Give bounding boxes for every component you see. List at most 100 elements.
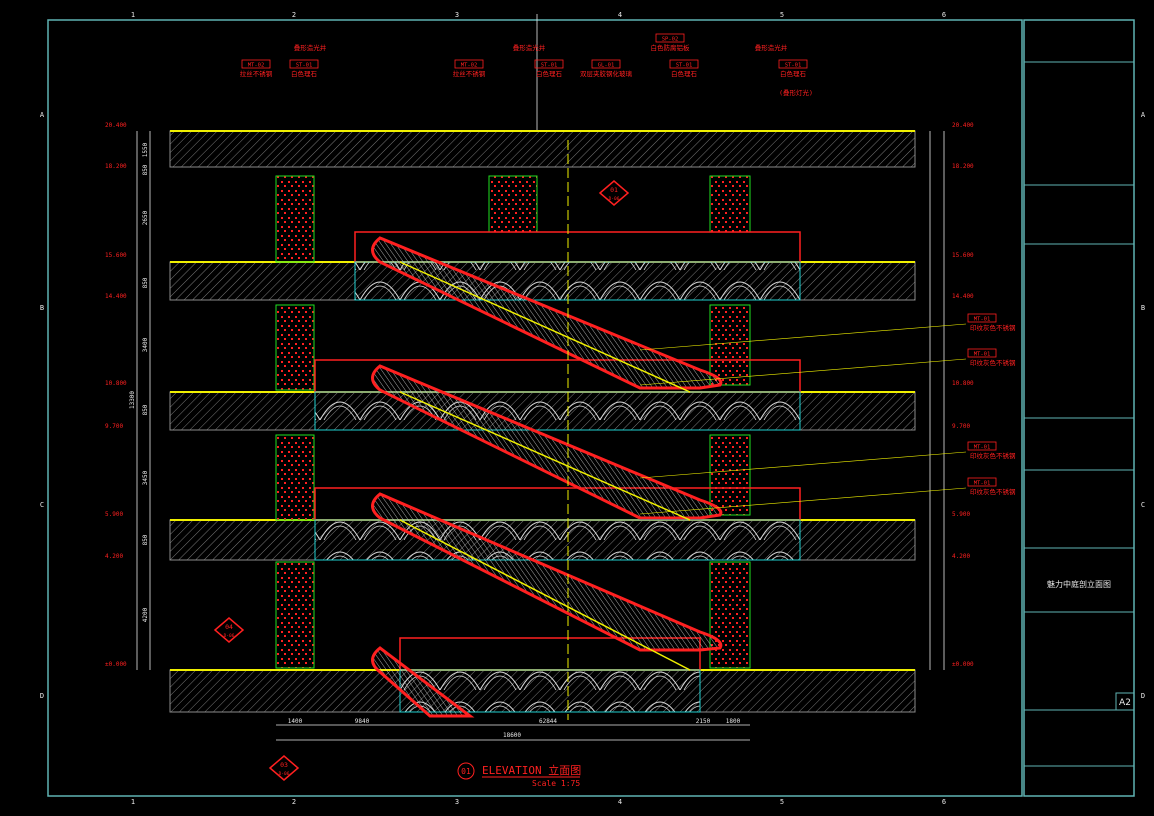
section-marker-1 xyxy=(213,617,245,643)
callout-top-box-7 xyxy=(655,33,685,43)
callout-top-box-10 xyxy=(778,59,808,69)
callout-right-code-0: MT-01 xyxy=(974,317,991,323)
level-left-6: 5.900 xyxy=(105,511,123,518)
grid-row-right-D: D xyxy=(1141,692,1145,700)
level-right-5: 9.700 xyxy=(952,423,970,430)
level-right-2: 15.600 xyxy=(952,252,974,259)
callout-right-leader-3 xyxy=(639,487,967,515)
callout-right-box-0 xyxy=(967,313,997,323)
callout-right-leader-1 xyxy=(639,358,967,386)
callout-right-code-1: MT-01 xyxy=(974,352,991,358)
drawing-frame xyxy=(47,19,1135,797)
level-right-0: 20.400 xyxy=(952,122,974,129)
level-left-8: ±0.000 xyxy=(105,661,127,668)
level-left-2: 15.600 xyxy=(105,252,127,259)
dimension-left-7: 850 xyxy=(142,534,149,545)
grid-col-bottom-6: 6 xyxy=(942,798,946,806)
callout-top-code-3: MT-02 xyxy=(461,63,478,69)
grid-row-right-C: C xyxy=(1141,501,1145,509)
callout-top-code-1: ST-01 xyxy=(296,63,313,69)
grid-col-top-2: 2 xyxy=(292,11,296,19)
dimension-bottom-3: 2150 xyxy=(696,718,711,725)
dimension-bottom-0: 1400 xyxy=(288,718,303,725)
callout-right-text-0: 印纹灰色不锈钢 xyxy=(970,323,1016,332)
callout-top-text-2: 叠形造光井 xyxy=(294,43,327,52)
dimension-left-3: 850 xyxy=(142,277,149,288)
dimension-left-5: 850 xyxy=(142,404,149,415)
callout-top-code-10: ST-01 xyxy=(785,63,802,69)
level-right-8: ±0.000 xyxy=(952,661,974,668)
callout-top-box-4 xyxy=(534,59,564,69)
marble-columns xyxy=(275,175,751,669)
callout-right-code-2: MT-01 xyxy=(974,445,991,451)
section-marker-sub-1: D-06 xyxy=(224,633,235,639)
grid-col-bottom-1: 1 xyxy=(131,798,135,806)
callout-top-box-6 xyxy=(591,59,621,69)
section-marker-num-0: 01 xyxy=(610,186,618,194)
callout-top-text-3: 拉丝不锈钢 xyxy=(453,69,486,78)
title-block: 魅力中庭剖立面图 A2 xyxy=(1024,61,1135,767)
dimension-bottom-1: 9840 xyxy=(355,718,370,725)
escalators xyxy=(371,236,723,718)
callout-top-code-6: GL-01 xyxy=(598,63,615,69)
level-left-5: 9.700 xyxy=(105,423,123,430)
grid-row-right-A: A xyxy=(1141,111,1146,119)
sheet-name: 魅力中庭剖立面图 xyxy=(1047,579,1111,589)
callout-right-code-3: MT-01 xyxy=(974,481,991,487)
section-marker-2 xyxy=(268,755,300,781)
grid-col-top-5: 5 xyxy=(780,11,784,19)
grid-col-top-1: 1 xyxy=(131,11,135,19)
callout-top-text-10: 白色理石 xyxy=(780,69,807,78)
grid-col-top-4: 4 xyxy=(618,11,622,19)
grid-col-bottom-3: 3 xyxy=(455,798,459,806)
level-left-0: 20.400 xyxy=(105,122,127,129)
callout-top-text-6: 双层夹胶钢化玻璃 xyxy=(580,69,633,78)
dimension-left-2: 2650 xyxy=(142,210,149,225)
dimension-left-total: 13300 xyxy=(129,391,136,409)
callout-right-box-3 xyxy=(967,477,997,487)
balustrades xyxy=(314,231,801,713)
section-marker-sub-2: D-06 xyxy=(279,771,290,777)
grid-row-left-D: D xyxy=(40,692,44,700)
dimension-left-4: 3400 xyxy=(142,337,149,352)
callout-top-text-5: 叠形造光井 xyxy=(513,43,546,52)
callout-top-box-0 xyxy=(241,59,271,69)
callout-top-text-8: 白色理石 xyxy=(671,69,698,78)
dimension-left-0: 1550 xyxy=(142,142,149,157)
callouts-top: MT-02拉丝不锈钢ST-01白色理石叠形造光井MT-02拉丝不锈钢ST-01白… xyxy=(240,33,813,97)
grid-col-bottom-5: 5 xyxy=(780,798,784,806)
callout-right-box-1 xyxy=(967,348,997,358)
grid-col-bottom-2: 2 xyxy=(292,798,296,806)
drawing-title-ref: 01 xyxy=(461,767,471,776)
section-marker-num-1: 04 xyxy=(225,623,233,631)
level-right-1: 18.200 xyxy=(952,163,974,170)
level-right-3: 14.400 xyxy=(952,293,974,300)
callout-top-text-11: (叠形灯光) xyxy=(779,88,813,97)
level-labels-right: 20.400 18.200 15.600 14.400 10.800 9.700 5.900… xyxy=(952,122,974,668)
callout-top-text-0: 拉丝不锈钢 xyxy=(240,69,273,78)
drawing-title: 01 ELEVATION 立面图 Scale 1:75 xyxy=(457,762,581,788)
level-right-4: 10.800 xyxy=(952,380,974,387)
drawing-title-name: ELEVATION 立面图 xyxy=(482,763,581,777)
callout-top-code-8: ST-01 xyxy=(676,63,693,69)
dimension-left-8: 4200 xyxy=(142,607,149,622)
callout-top-text-4: 白色理石 xyxy=(536,69,563,78)
level-left-1: 18.200 xyxy=(105,163,127,170)
callout-right-leader-0 xyxy=(639,323,967,351)
dimension-left-1: 850 xyxy=(142,164,149,175)
section-marker-num-2: 03 xyxy=(280,761,288,769)
grid-col-top-3: 3 xyxy=(455,11,459,19)
level-labels-left: 20.400 18.200 15.600 14.400 10.800 9.700 5.900… xyxy=(105,122,127,668)
drawing-title-scale: Scale 1:75 xyxy=(532,779,580,788)
callout-top-text-9: 叠形造光井 xyxy=(755,43,788,52)
level-left-4: 10.800 xyxy=(105,380,127,387)
level-right-6: 5.900 xyxy=(952,511,970,518)
callout-right-box-2 xyxy=(967,441,997,451)
level-left-3: 14.400 xyxy=(105,293,127,300)
callout-top-code-7: SP-02 xyxy=(662,37,679,43)
grid-row-left-C: C xyxy=(40,501,44,509)
callouts-right: MT-01印纹灰色不锈钢MT-01印纹灰色不锈钢MT-01印纹灰色不锈钢MT-0… xyxy=(639,313,1016,515)
